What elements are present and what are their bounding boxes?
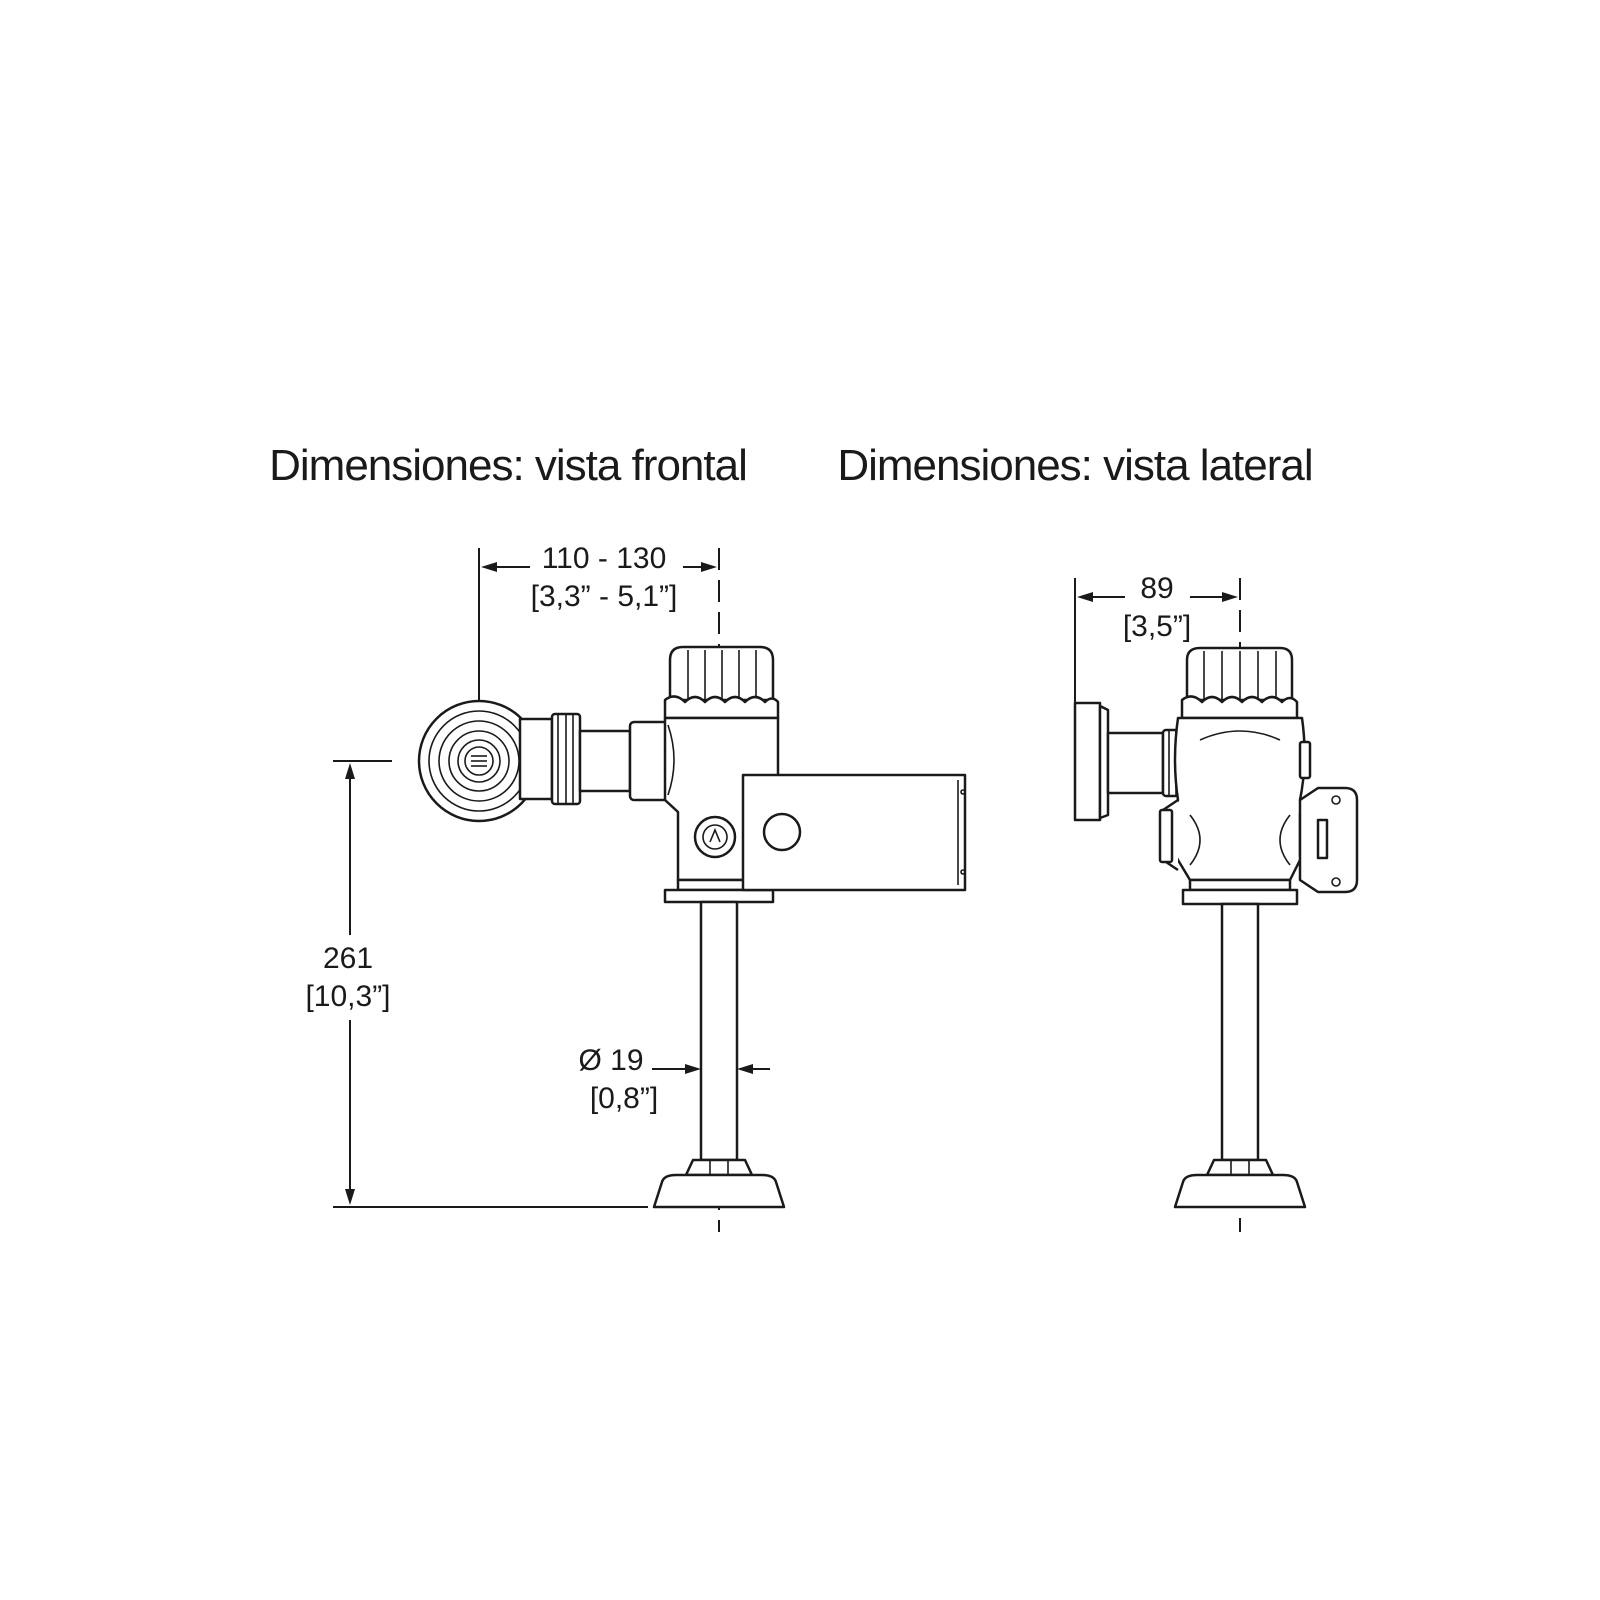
pipe-diameter-value: Ø 19 [578,1044,643,1077]
front-width-dimension: 110 - 130 [3,3” - 5,1”] [478,542,717,820]
pipe-diameter-inches: [0,8”] [590,1082,658,1115]
front-height-inches: [10,3”] [305,980,390,1013]
side-view: 89 [3,5”] [1073,572,1359,1232]
side-outlet-pipe [1173,902,1307,1209]
front-height-dimension: 261 [10,3”] [305,760,648,1208]
outlet-pipe [652,900,786,1209]
side-valve-cap [1180,646,1299,720]
side-view-title: Dimensiones: vista lateral [837,441,1312,490]
side-depth-dimension: 89 [3,5”] [1074,572,1238,702]
front-width-value: 110 - 130 [542,542,667,575]
side-valve-body [1158,716,1314,906]
sensor-box [741,773,967,892]
front-view: 110 - 130 [3,3” - 5,1”] [305,542,967,1232]
side-depth-value: 89 [1140,572,1173,605]
front-height-value: 261 [323,942,373,975]
pipe-diameter-dimension: Ø 19 [0,8”] [578,1044,770,1115]
front-view-title: Dimensiones: vista frontal [269,441,747,490]
valve-cap [663,645,780,720]
front-width-inches: [3,3” - 5,1”] [531,580,678,613]
inlet-connection [518,712,672,806]
side-sensor-module [1298,786,1359,894]
side-depth-inches: [3,5”] [1123,610,1191,643]
